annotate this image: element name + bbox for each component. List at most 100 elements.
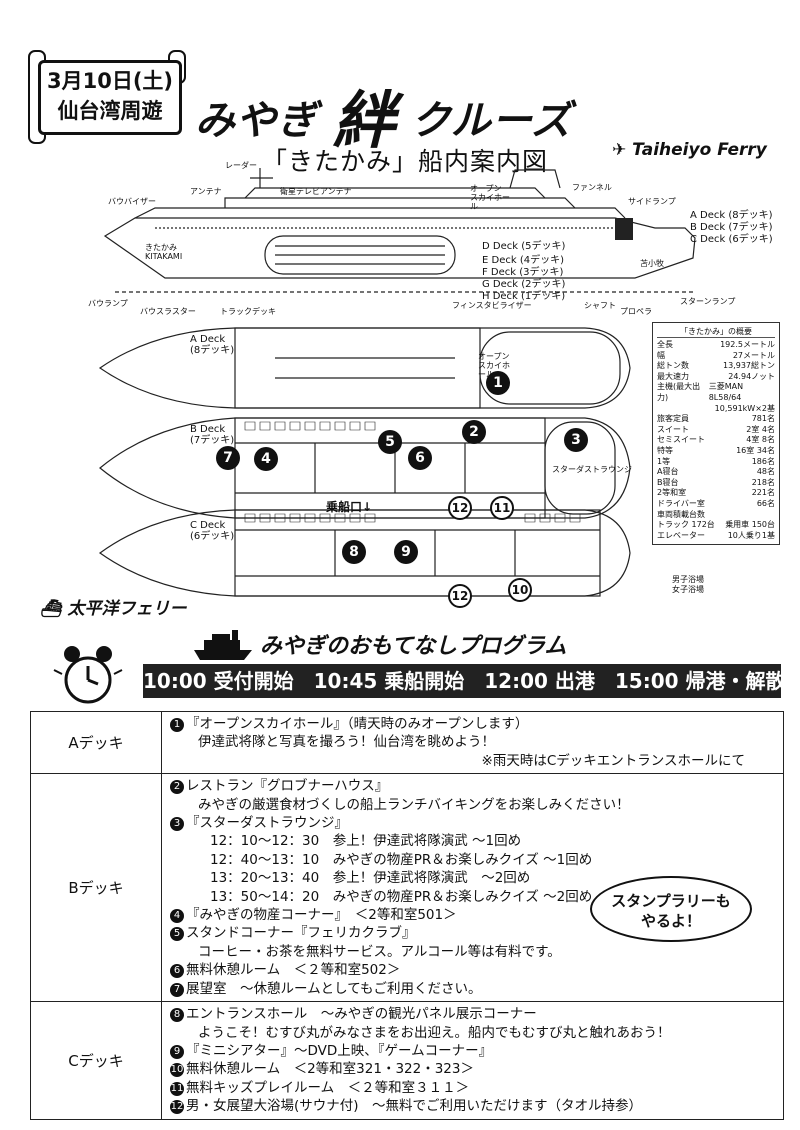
item-number-icon: 2	[170, 780, 184, 795]
deck-plans	[98, 327, 631, 597]
item-number-icon: 4	[170, 909, 184, 924]
callout-3: 3	[564, 428, 588, 452]
program-line-text: 12：10～12：30 参上！伊達武将隊演武 ～1回め	[210, 833, 522, 850]
item-number-icon: 1	[170, 718, 184, 732]
program-line-text: エントランスホール ～みやぎの観光パネル展示コーナー	[186, 1006, 537, 1023]
program-line: 12：40～13：10 みやぎの物産PR＆お楽しみクイズ ～1回め	[170, 851, 775, 869]
date-box: 3月10日(土) 仙台湾周遊	[38, 60, 182, 135]
label-side-ramp: サイドランプ	[628, 197, 676, 206]
program-line-text: 『ミニシアター』～DVD上映、『ゲームコーナー』	[186, 1042, 493, 1059]
spec-key: スイート	[657, 424, 689, 434]
program-line-text: 13：50～14：20 みやぎの物産PR＆お楽しみクイズ ～2回め	[210, 888, 593, 905]
spec-title: 「きたかみ」の概要	[657, 326, 775, 338]
callout-1: 1	[486, 371, 510, 395]
program-line-text: 12：40～13：10 みやぎの物産PR＆お楽しみクイズ ～1回め	[210, 851, 593, 868]
label-bow-visor: バウバイザー	[108, 197, 156, 206]
a-deck-outline	[98, 327, 631, 409]
program-line-text: 男・女展望大浴場(サウナ付) ～無料でご利用いただけます（タオル持参）	[186, 1098, 643, 1115]
item-number-icon: 9	[170, 1044, 184, 1059]
program-line: 4『みやぎの物産コーナー』 ＜2等和室501＞	[170, 906, 775, 924]
spec-key: エレベーター	[657, 530, 705, 540]
program-line-text: 無料キッズプレイルーム ＜２等和室３１１＞	[186, 1079, 470, 1096]
spec-value: 27メートル	[732, 350, 775, 360]
spec-value: 781名	[751, 414, 775, 424]
program-line-text: 無料休憩ルーム ＜２等和室502＞	[186, 962, 401, 979]
plan-c-label: C Deck(6デッキ)	[190, 520, 235, 542]
spec-key: 総トン数	[657, 361, 689, 371]
deck-e-side: E Deck (4デッキ)	[482, 255, 564, 266]
ferry-icon	[194, 630, 252, 660]
cruise-title: みやぎ 絆 クルーズ	[195, 62, 572, 157]
event-route: 仙台湾周遊	[57, 99, 163, 123]
label-shaft: シャフト	[584, 301, 616, 310]
label-satellite: 衛星テレビアンテナ	[280, 187, 352, 196]
callout-5: 5	[378, 430, 402, 454]
spec-row: セミスイート 4室 8名	[657, 435, 775, 446]
program-line: 13：50～14：20 みやぎの物産PR＆お楽しみクイズ ～2回め	[170, 888, 775, 906]
deck-a-side: A Deck (8デッキ)	[690, 210, 773, 221]
spec-key: 1等	[657, 456, 671, 466]
plan-b-stardust: スターダストラウンジ	[552, 465, 632, 474]
deck-f-side: F Deck (3デッキ)	[482, 267, 564, 278]
callout-8: 8	[342, 540, 366, 564]
program-line-text: 『みやぎの物産コーナー』 ＜2等和室501＞	[186, 907, 457, 924]
program-line-text: みやぎの厳選食材づくしの船上ランチバイキングをお楽しみください！	[198, 796, 630, 813]
label-bow-ramp: バウランプ	[88, 299, 128, 308]
event-date: 3月10日(土)	[46, 69, 174, 93]
stamp-rally-line1: スタンプラリーも	[611, 892, 731, 910]
program-line: みやぎの厳選食材づくしの船上ランチバイキングをお楽しみください！	[170, 796, 775, 814]
hull-outline	[103, 217, 696, 279]
program-line-text: ※雨天時はCデッキエントランスホールにて	[481, 752, 745, 769]
label-stern-ramp: スターンランプ	[680, 297, 736, 306]
boarding-entrance-label: 乗船口↓	[326, 500, 373, 514]
callout-6: 6	[408, 446, 432, 470]
callout-9: 9	[394, 540, 418, 564]
spec-key: セミスイート	[657, 435, 705, 445]
spec-value: 16室 34名	[736, 445, 775, 455]
deck-name-c: Cデッキ	[30, 1001, 162, 1120]
spec-value: 4室 8名	[746, 435, 775, 445]
spec-row: トラック 172台乗用車 150台	[657, 520, 775, 531]
b-deck-outline	[99, 417, 631, 519]
spec-key: 旅客定員	[657, 414, 689, 424]
program-line-text: 展望室 ～休憩ルームとしてもご利用ください。	[186, 980, 482, 997]
spec-value: 48名	[756, 467, 775, 477]
plan-a-label: A Deck(8デッキ)	[190, 334, 235, 356]
callout-10: 10	[508, 578, 532, 602]
program-line: ※雨天時はCデッキエントランスホールにて	[170, 752, 775, 770]
program-line: 9『ミニシアター』～DVD上映、『ゲームコーナー』	[170, 1042, 775, 1060]
spec-row: 旅客定員 781名	[657, 414, 775, 425]
program-title: みやぎのおもてなしプログラム	[260, 634, 567, 659]
schedule-banner: 10:00 受付開始 10:45 乗船開始 12:00 出港 15:00 帰港・…	[143, 664, 786, 698]
cruise-title-suffix: クルーズ	[410, 98, 572, 144]
deck-name-a: Aデッキ	[30, 710, 162, 775]
label-antenna: アンテナ	[190, 187, 222, 196]
spec-value: 乗用車 150台	[725, 520, 775, 530]
item-number-icon: 3	[170, 817, 184, 832]
label-radar: レーダー	[225, 161, 257, 170]
callout-12a: 12	[448, 496, 472, 520]
item-number-icon: 6	[170, 964, 184, 979]
spec-value: 218名	[751, 477, 775, 487]
spec-key: B寝台	[657, 477, 679, 487]
cruise-title-kanji: 絆	[332, 84, 396, 157]
item-number-icon: 7	[170, 982, 184, 997]
ship-side-view	[103, 168, 696, 293]
